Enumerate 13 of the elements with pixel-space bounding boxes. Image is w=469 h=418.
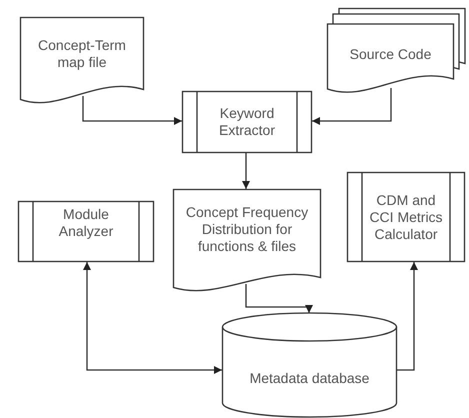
node-label: Concept-Term map file [37, 36, 127, 70]
node-label: Module Analyzer [58, 206, 114, 240]
node-label: Concept Frequency Distribution for functions & files [184, 204, 310, 255]
node-label: Source Code [350, 46, 432, 63]
node-label: Metadata database [250, 370, 370, 386]
arrow [245, 284, 313, 313]
node-label: CDM and CCI Metrics Calculator [368, 192, 444, 242]
node-label: Keyword Extractor [218, 105, 276, 139]
arrow [312, 88, 392, 125]
arrow [242, 153, 250, 189]
arrow [82, 96, 182, 125]
arrow [397, 262, 418, 371]
arrow [83, 262, 222, 374]
